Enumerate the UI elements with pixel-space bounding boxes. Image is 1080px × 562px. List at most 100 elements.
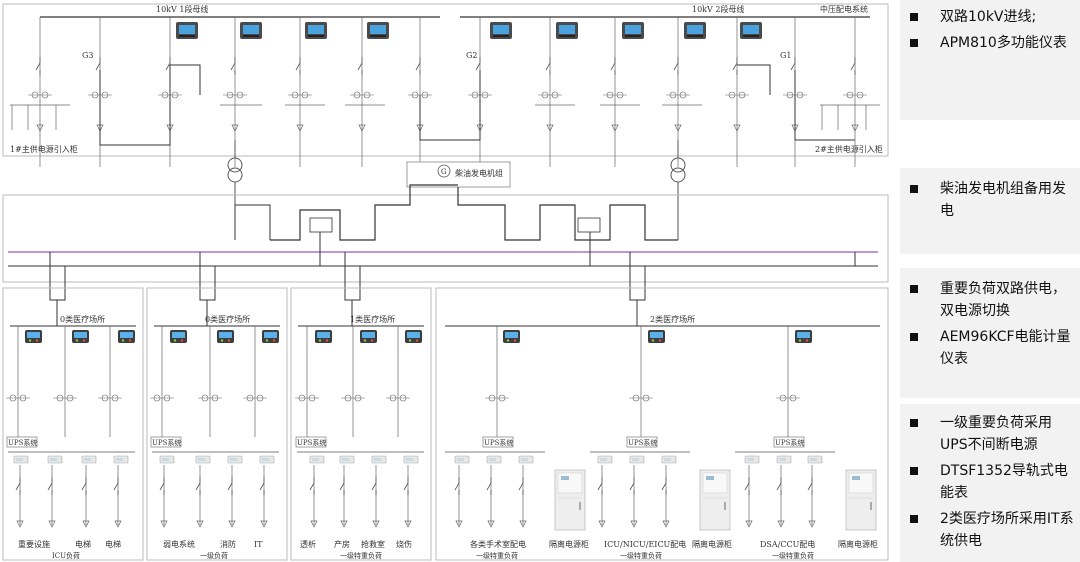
panel-item: 双路10kV进线; bbox=[900, 6, 1080, 28]
generator-symbol: G bbox=[441, 168, 447, 176]
ups-label: UPS系统 bbox=[484, 438, 513, 447]
g3-label: G3 bbox=[82, 51, 93, 60]
generator-label: 柴油发电机组 bbox=[455, 168, 503, 178]
info-panel-ups: 一级重要负荷采用UPS不间断电源 DTSF1352导轨式电能表 2类医疗场所采用… bbox=[900, 404, 1080, 562]
load-label: 弱电系统 bbox=[163, 539, 195, 549]
zone-box-0-general bbox=[146, 287, 288, 561]
load-feeders bbox=[16, 465, 815, 527]
ups-label: UPS系统 bbox=[775, 438, 804, 447]
dtsf1352-meter bbox=[13, 455, 823, 464]
aem96-meter bbox=[118, 330, 135, 343]
bullet-icon bbox=[910, 467, 918, 475]
load-label: 产房 bbox=[334, 539, 350, 549]
panel-item: 一级重要负荷采用UPS不间断电源 bbox=[900, 412, 1080, 456]
apm810-meter bbox=[490, 22, 512, 39]
zone-box-0-icu bbox=[2, 287, 144, 561]
isolation-label: 隔离电源柜 bbox=[838, 539, 878, 549]
generator-box bbox=[406, 161, 511, 188]
zone-box-1 bbox=[290, 287, 432, 561]
load-label: IT bbox=[254, 540, 263, 549]
load-label: DSA/CCU配电 bbox=[760, 539, 815, 549]
transformer-2 bbox=[670, 140, 686, 240]
bullet-icon bbox=[910, 333, 918, 341]
zone-title: 0类医疗场所 bbox=[205, 314, 250, 324]
apm810-meter bbox=[556, 22, 578, 39]
ups-label: UPS系统 bbox=[297, 438, 326, 447]
apm810-meter bbox=[740, 22, 762, 39]
panel-item: DTSF1352导轨式电能表 bbox=[900, 460, 1080, 504]
aem96-meter bbox=[405, 330, 422, 343]
load-label: ICU/NICU/EICU配电 bbox=[604, 539, 686, 549]
apm810-meter bbox=[176, 22, 198, 39]
load-label: 抢救室 bbox=[361, 539, 385, 549]
zone-title: 2类医疗场所 bbox=[650, 314, 695, 324]
aem96-meter bbox=[648, 330, 665, 343]
zone-ct-row bbox=[5, 394, 801, 402]
panel-item: AEM96KCF电能计量仪表 bbox=[900, 326, 1080, 370]
load-label: 各类手术室配电 bbox=[470, 539, 526, 549]
power-distribution-diagram: 10kV 1段母线 10kV 2段母线 中压配电系统 G3 G2 G1 1#主供… bbox=[2, 3, 889, 561]
load-label: 电梯 bbox=[105, 539, 121, 549]
apm810-meter bbox=[367, 22, 389, 39]
info-panel-incoming: 双路10kV进线; APM810多功能仪表 bbox=[900, 0, 1080, 120]
isolation-label: 隔离电源柜 bbox=[692, 539, 732, 549]
panel-item: 柴油发电机组备用发电 bbox=[900, 178, 1080, 222]
isolation-cabinet bbox=[699, 469, 731, 531]
load-label: 烧伤 bbox=[396, 539, 412, 549]
panel-item: 2类医疗场所采用IT系统供电 bbox=[900, 508, 1080, 552]
zone-title: 0类医疗场所 bbox=[60, 314, 105, 324]
apm810-meter bbox=[684, 22, 706, 39]
aem96-meter bbox=[262, 330, 279, 343]
ups-label: UPS系统 bbox=[8, 438, 37, 447]
isolation-cabinet bbox=[845, 469, 877, 531]
aem96-meter bbox=[170, 330, 187, 343]
ups-label: UPS系统 bbox=[628, 438, 657, 447]
panel-item: APM810多功能仪表 bbox=[900, 32, 1080, 54]
load-label: 透析 bbox=[300, 539, 316, 549]
bullet-icon bbox=[910, 515, 918, 523]
ups-label: UPS系统 bbox=[152, 438, 181, 447]
load-label: 重要设施 bbox=[18, 539, 50, 549]
bus1-label: 10kV 1段母线 bbox=[156, 4, 208, 14]
incoming2-label: 2#主供电源引入柜 bbox=[815, 144, 883, 154]
load-label: 电梯 bbox=[75, 539, 91, 549]
apm810-meter bbox=[240, 22, 262, 39]
generator-icon bbox=[437, 164, 451, 178]
bullet-icon bbox=[910, 285, 918, 293]
aem96-meter bbox=[217, 330, 234, 343]
isolation-cabinet bbox=[554, 469, 586, 531]
isolation-label: 隔离电源柜 bbox=[549, 539, 589, 549]
zone-footer: 一级特重负荷 bbox=[620, 551, 662, 560]
bullet-icon bbox=[910, 13, 918, 21]
bullet-icon bbox=[910, 39, 918, 47]
mid-voltage-label: 中压配电系统 bbox=[820, 4, 868, 14]
zone-footer: 一级特重负荷 bbox=[340, 551, 382, 560]
info-panel-dual-supply: 重要负荷双路供电，双电源切换 AEM96KCF电能计量仪表 bbox=[900, 268, 1080, 398]
aem96-meter bbox=[360, 330, 377, 343]
incoming1-label: 1#主供电源引入柜 bbox=[10, 144, 78, 154]
bullet-icon bbox=[910, 185, 918, 193]
lv-switchgear-box bbox=[2, 194, 889, 283]
g2-label: G2 bbox=[466, 51, 477, 60]
zone-footer: 一级负荷 bbox=[200, 551, 228, 560]
zone-box-2 bbox=[435, 287, 889, 561]
apm810-meter bbox=[305, 22, 327, 39]
load-label: 消防 bbox=[220, 539, 236, 549]
aem96-meter bbox=[25, 330, 42, 343]
aem96-meter bbox=[503, 330, 520, 343]
ats-switch bbox=[309, 217, 601, 233]
info-panel-generator: 柴油发电机组备用发电 bbox=[900, 168, 1080, 254]
aem96-meter bbox=[72, 330, 89, 343]
aem96-meter bbox=[795, 330, 812, 343]
aem96-meter bbox=[315, 330, 332, 343]
zone-footer: 一级特重负荷 bbox=[476, 551, 518, 560]
bullet-icon bbox=[910, 419, 918, 427]
zone-footer: 一级特重负荷 bbox=[772, 551, 814, 560]
hv-switchgear-box bbox=[2, 3, 889, 157]
g1-label: G1 bbox=[780, 51, 791, 60]
panel-item: 重要负荷双路供电，双电源切换 bbox=[900, 278, 1080, 322]
zone-title: 1类医疗场所 bbox=[350, 314, 395, 324]
apm810-meter bbox=[622, 22, 644, 39]
bus2-label: 10kV 2段母线 bbox=[692, 4, 744, 14]
zone-footer: ICU负荷 bbox=[52, 551, 80, 560]
